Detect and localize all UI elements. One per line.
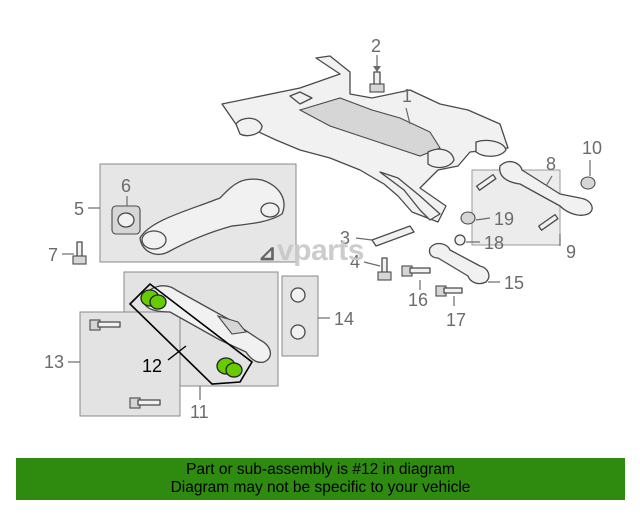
callout-14: 14 bbox=[334, 309, 354, 329]
callout-2: 2 bbox=[371, 36, 381, 56]
callout-10: 10 bbox=[582, 138, 602, 158]
callout-4: 4 bbox=[350, 252, 360, 272]
bushing-highlight-lower bbox=[216, 357, 243, 378]
lateral-link-part-15 bbox=[428, 242, 490, 285]
bolt-part-7 bbox=[72, 241, 87, 265]
crossmember-part-1 bbox=[221, 55, 509, 223]
upper-arm-part-8 bbox=[499, 160, 593, 216]
washer-part-18 bbox=[454, 234, 466, 246]
callout-12: 12 bbox=[142, 356, 162, 376]
callout-9: 9 bbox=[566, 242, 576, 262]
callout-7: 7 bbox=[48, 245, 58, 265]
bolt-part-16 bbox=[401, 265, 431, 277]
callout-18: 18 bbox=[484, 233, 504, 253]
link-part-3 bbox=[371, 225, 415, 247]
callout-11: 11 bbox=[190, 402, 209, 422]
vparts-logo-mark: ⊿ bbox=[258, 240, 276, 265]
bolt-part-13b bbox=[129, 397, 161, 409]
callout-19: 19 bbox=[494, 209, 514, 229]
part-12-outline bbox=[128, 282, 254, 385]
nut-part-10 bbox=[580, 176, 596, 190]
callout-15: 15 bbox=[504, 273, 524, 293]
bushing-part-14 bbox=[290, 287, 306, 340]
leader-lines bbox=[62, 107, 591, 400]
bolt-part-13a bbox=[89, 319, 121, 331]
bolt-part-17 bbox=[435, 285, 463, 297]
lower-arm-part-12 bbox=[128, 282, 271, 385]
bolt-part-2 bbox=[369, 55, 385, 93]
callout-3: 3 bbox=[340, 228, 350, 248]
banner-line-2: Diagram may not be specific to your vehi… bbox=[170, 479, 471, 496]
callout-5: 5 bbox=[74, 199, 84, 219]
bushing-highlight-upper bbox=[140, 289, 167, 310]
callout-1: 1 bbox=[402, 86, 412, 106]
callout-16: 16 bbox=[408, 290, 428, 310]
banner-line-1: Part or sub-assembly is #12 in diagram bbox=[186, 461, 455, 478]
callout-13: 13 bbox=[44, 352, 64, 372]
vparts-watermark-logo: ⊿vparts bbox=[258, 236, 364, 268]
nut-part-19 bbox=[460, 211, 476, 225]
callout-8: 8 bbox=[546, 154, 556, 174]
callout-17: 17 bbox=[446, 310, 466, 330]
bolt-part-9 bbox=[476, 173, 559, 231]
bolt-part-4 bbox=[377, 257, 392, 281]
callout-6: 6 bbox=[121, 176, 131, 196]
trailing-arm-part-5 bbox=[111, 178, 285, 255]
info-banner: Part or sub-assembly is #12 in diagram D… bbox=[16, 458, 625, 500]
vparts-logo-text: vparts bbox=[276, 234, 365, 267]
